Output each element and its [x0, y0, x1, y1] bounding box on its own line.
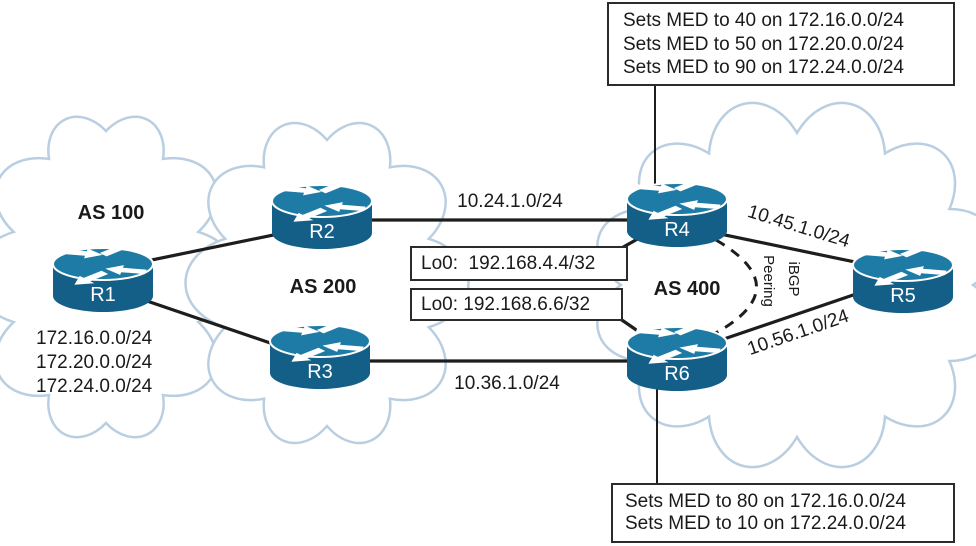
- med-r6-line2: Sets MED to 10 on 172.24.0.0/24: [625, 513, 906, 534]
- med-r4-line2: Sets MED to 50 on 172.20.0.0/24: [623, 33, 904, 55]
- as200-cloud: [184, 121, 470, 445]
- as200-label: AS 200: [290, 276, 357, 298]
- med-r4-line3: Sets MED to 90 on 172.24.0.0/24: [623, 57, 904, 78]
- router-r5-label: R5: [890, 285, 916, 307]
- med-annotation-r4: Sets MED to 40 on 172.16.0.0/24 Sets MED…: [607, 2, 955, 86]
- router-r1: R1: [53, 239, 153, 312]
- loopback-r4-label: Lo0: 192.168.4.4/32: [421, 252, 596, 274]
- ibgp-peering-arc: [713, 238, 758, 336]
- r1-prefix-2: 172.20.0.0/24: [36, 352, 153, 373]
- link-label-10-24: 10.24.1.0/24: [457, 191, 563, 212]
- loopback-box-r4: Lo0: 192.168.4.4/32: [410, 246, 628, 281]
- link-label-10-36: 10.36.1.0/24: [454, 373, 560, 394]
- r1-prefix-1: 172.16.0.0/24: [36, 328, 153, 349]
- as400-label: AS 400: [654, 278, 721, 300]
- router-r2-label: R2: [309, 221, 335, 243]
- as100-label: AS 100: [78, 202, 145, 224]
- router-r6: R6: [627, 318, 727, 391]
- r1-prefix-list: 172.16.0.0/24 172.20.0.0/24 172.24.0.0/2…: [36, 327, 152, 399]
- router-r3-label: R3: [307, 361, 333, 383]
- router-r4-label: R4: [664, 219, 690, 241]
- router-r2: R2: [272, 176, 372, 249]
- router-r4: R4: [627, 174, 727, 247]
- med-r4-line1: Sets MED to 40 on 172.16.0.0/24: [623, 10, 904, 31]
- med-annotation-r6: Sets MED to 80 on 172.16.0.0/24 Sets MED…: [611, 483, 955, 543]
- router-r1-label: R1: [90, 284, 116, 306]
- router-r6-label: R6: [664, 363, 690, 385]
- ibgp-peering-label: iBGP Peering: [760, 255, 802, 307]
- med-r6-line1: Sets MED to 80 on 172.16.0.0/24: [625, 491, 906, 512]
- router-r3: R3: [270, 316, 370, 389]
- router-r5: R5: [853, 240, 953, 313]
- loopback-box-r6: Lo0: 192.168.6.6/32: [410, 288, 623, 321]
- loopback-r6-label: Lo0: 192.168.6.6/32: [421, 293, 591, 315]
- r1-prefix-3: 172.24.0.0/24: [36, 376, 153, 397]
